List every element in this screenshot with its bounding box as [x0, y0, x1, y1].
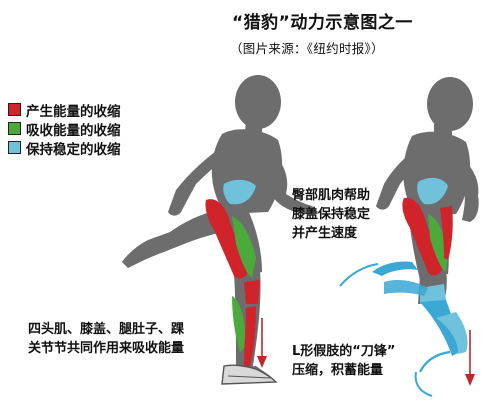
legend-swatch-red: [8, 103, 21, 116]
right-down-arrow: [465, 330, 475, 386]
annotation-line: 压缩，积蓄能量: [292, 363, 384, 378]
right-glute-generate: [402, 197, 442, 276]
legend: 产生能量的收缩 吸收能量的收缩 保持稳定的收缩: [8, 100, 121, 158]
left-runner-muscles: [205, 179, 260, 366]
image-source: （图片来源：《纽约时报》）: [230, 41, 384, 56]
annotation-line: 关节节共同作用来吸收能量: [28, 341, 185, 356]
annotation-line: 臀部肌肉帮助: [292, 188, 371, 203]
left-glute-generate: [205, 199, 248, 279]
legend-item-stabilize: 保持稳定的收缩: [8, 138, 121, 158]
left-quad-absorb: [232, 216, 256, 278]
left-calf-absorb: [232, 296, 246, 352]
right-runner-muscles: [402, 177, 453, 304]
legend-swatch-blue: [8, 141, 21, 154]
prosthetic-front: [414, 300, 468, 397]
annotation-line: 并产生速度: [292, 226, 358, 241]
legend-item-absorb: 吸收能量的收缩: [8, 119, 121, 139]
legend-swatch-green: [8, 122, 21, 135]
right-quad-absorb: [428, 214, 448, 272]
annotation-line: 膝盖保持稳定: [292, 207, 371, 222]
annotation-right-bottom: L形假肢的“刀锋” 压缩，积蓄能量: [292, 342, 395, 380]
annotation-left-bottom: 四头肌、膝盖、腿肚子、踝 关节节共同作用来吸收能量: [28, 320, 184, 358]
left-stabilizer-hip: [223, 179, 256, 205]
legend-label: 保持稳定的收缩: [26, 141, 121, 158]
right-hamstring-generate: [440, 206, 453, 260]
left-shin-generate: [244, 306, 256, 366]
left-shoe: [221, 364, 278, 385]
legend-item-generate: 产生能量的收缩: [8, 100, 121, 120]
annotation-line: 四头肌、膝盖、腿肚子、踝: [28, 322, 185, 337]
left-down-arrow: [257, 318, 267, 368]
prosthetic-back: [339, 261, 428, 296]
annotation-line: L形假肢的“刀锋”: [292, 344, 396, 359]
left-knee-generate: [244, 280, 260, 304]
legend-label: 产生能量的收缩: [26, 103, 121, 120]
legend-label: 吸收能量的收缩: [26, 122, 121, 139]
annotation-right-top: 臀部肌肉帮助 膝盖保持稳定 并产生速度: [292, 186, 370, 243]
right-stabilizer-hip: [417, 177, 448, 205]
diagram-title: “猎豹”动力示意图之一: [232, 13, 413, 33]
